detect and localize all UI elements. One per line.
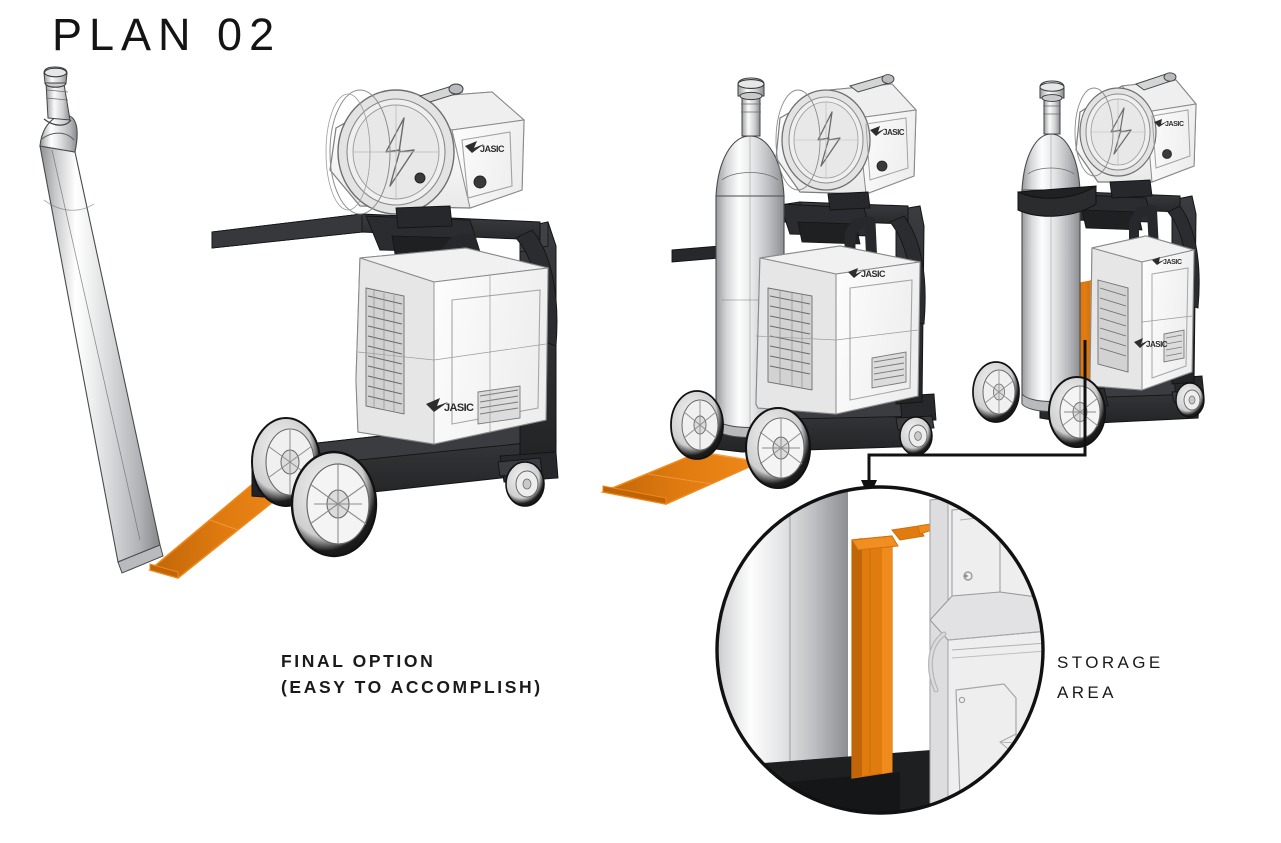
spool-window <box>781 89 871 191</box>
cylinder-strap <box>1017 185 1097 217</box>
svg-text:JASIC: JASIC <box>1165 121 1184 128</box>
svg-text:JASIC: JASIC <box>861 269 886 279</box>
brand-logo: JASIC <box>1134 338 1168 349</box>
caption-line-1: FINAL OPTION <box>281 651 436 671</box>
brand-logo: JASIC <box>870 126 905 137</box>
orange-storage-channel <box>1073 279 1097 401</box>
final-option-caption: FINAL OPTION (EASY TO ACCOMPLISH) <box>281 648 543 700</box>
rear-wheel <box>1048 376 1106 448</box>
wire-feeder: JASIC <box>325 83 526 229</box>
vent-grille <box>767 287 813 391</box>
front-caster <box>1171 382 1205 418</box>
rear-wheel <box>290 450 378 558</box>
brand-logo: JASIC <box>465 141 506 154</box>
storage-label-line-1: STORAGE <box>1057 653 1164 672</box>
power-source: JASIC <box>355 247 549 445</box>
storage-label-line-2: AREA <box>1057 683 1117 702</box>
view-right: JASIC JASIC <box>972 72 1205 448</box>
gas-cylinder <box>1021 80 1081 412</box>
front-caster <box>895 415 935 456</box>
power-source: JASIC <box>755 245 921 415</box>
front-caster <box>497 457 545 507</box>
orange-ramp <box>148 467 302 579</box>
wire-feeder: JASIC <box>1074 72 1197 199</box>
view-left: JASIC <box>39 66 559 579</box>
wire-feeder: JASIC <box>775 74 918 211</box>
gas-cylinder <box>715 77 785 438</box>
svg-text:JASIC: JASIC <box>444 402 474 414</box>
rear-wheel <box>670 390 724 460</box>
rear-wheel <box>251 417 321 507</box>
brand-logo: JASIC <box>1154 119 1184 128</box>
gas-cylinder <box>39 66 164 574</box>
rear-wheel <box>744 406 812 490</box>
caption-line-2: (EASY TO ACCOMPLISH) <box>281 677 543 697</box>
view-middle: JASIC <box>600 74 937 505</box>
spool-window <box>337 89 455 215</box>
cart-frame <box>671 201 937 453</box>
brand-logo: JASIC <box>848 268 887 279</box>
storage-area-label: STORAGE AREA <box>1057 648 1164 708</box>
detail-leader-line <box>861 340 1087 498</box>
cart-frame <box>1027 191 1205 425</box>
orange-ramp <box>600 451 763 505</box>
rear-wheel <box>972 361 1020 423</box>
storage-area-detail-circle <box>715 485 1045 815</box>
svg-text:JASIC: JASIC <box>883 128 905 137</box>
brand-logo: JASIC <box>1152 257 1182 266</box>
vent-grille <box>365 287 405 415</box>
vent-grille <box>1097 279 1129 373</box>
svg-text:JASIC: JASIC <box>480 144 505 154</box>
svg-text:JASIC: JASIC <box>1146 340 1168 349</box>
power-source: JASIC JASIC <box>1089 235 1196 391</box>
page-title: PLAN 02 <box>52 9 282 60</box>
cart-frame <box>211 213 559 501</box>
spool-window <box>1079 87 1157 177</box>
svg-text:JASIC: JASIC <box>1163 259 1182 266</box>
brand-logo: JASIC <box>426 398 475 414</box>
